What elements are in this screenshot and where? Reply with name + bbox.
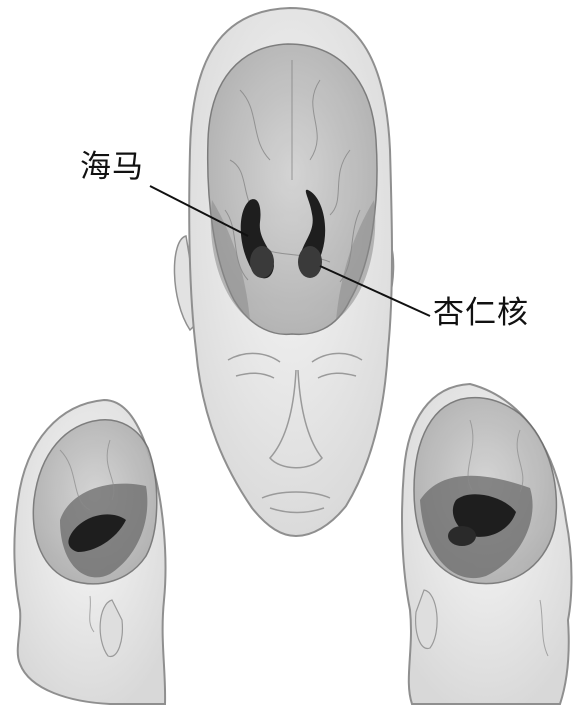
- left-side-head-view: [14, 400, 165, 704]
- front-amygdala-left: [250, 246, 274, 278]
- front-amygdala-right: [298, 246, 322, 278]
- hippocampus-label: 海马: [80, 152, 144, 183]
- front-head-view: [174, 8, 393, 536]
- right-amygdala: [448, 526, 476, 546]
- amygdala-label: 杏仁核: [433, 298, 529, 329]
- right-side-head-view: [402, 384, 572, 704]
